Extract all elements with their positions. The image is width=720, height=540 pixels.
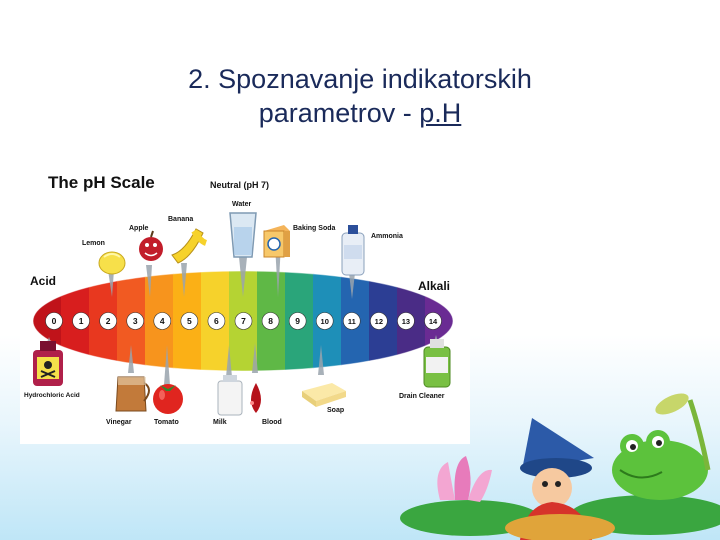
ph-badge-number: 6 [214, 316, 219, 326]
item-label-ammonia: Ammonia [371, 233, 403, 240]
item-label-drain-cleaner: Drain Cleaner [399, 393, 445, 400]
item-label-baking-soda: Baking Soda [293, 225, 336, 232]
ph-badge-6: 6 [208, 313, 225, 330]
ph-badge-3: 3 [127, 313, 144, 330]
ph-badge-number: 10 [321, 317, 329, 326]
lemon-icon [99, 252, 125, 274]
hydrochloric-acid-bottle-icon [33, 341, 63, 386]
item-label-blood: Blood [262, 419, 282, 426]
item-label-water: Water [232, 201, 251, 208]
figure-heading: The pH Scale [48, 173, 155, 192]
ph-badge-number: 12 [375, 317, 383, 326]
lotus-flower-icon [437, 456, 492, 502]
ph-badge-number: 0 [52, 316, 57, 326]
ph-badge-number: 1 [79, 316, 84, 326]
ph-scale-svg: The pH Scale Neutral (pH 7) Acid Alkali … [20, 145, 470, 444]
neutral-label: Neutral (pH 7) [210, 180, 269, 190]
item-label-milk: Milk [213, 419, 227, 426]
ph-badge-11: 11 [343, 313, 360, 330]
blood-drop-icon [250, 383, 261, 413]
ph-badge-number: 3 [133, 316, 138, 326]
gnome-character-icon [505, 418, 615, 540]
tomato-icon [153, 384, 183, 414]
ph-badge-number: 8 [268, 316, 273, 326]
item-label-soap: Soap [327, 407, 344, 414]
alkali-label: Alkali [418, 279, 450, 293]
ph-badge-number: 11 [348, 317, 356, 326]
ph-badge-7: 7 [235, 313, 252, 330]
milk-bottle-icon [218, 375, 242, 415]
apple-icon [139, 231, 163, 261]
item-label-hydrochloric-acid: Hydrochloric Acid [24, 392, 80, 399]
title-line-2: parametrov - p.H [0, 96, 720, 130]
item-label-lemon: Lemon [82, 240, 105, 247]
ph-badge-number: 5 [187, 316, 192, 326]
ph-badge-14: 14 [425, 313, 442, 330]
ph-scale-figure: The pH Scale Neutral (pH 7) Acid Alkali … [20, 145, 470, 444]
ph-badge-12: 12 [370, 313, 387, 330]
ph-badge-number: 9 [295, 316, 300, 326]
item-label-apple: Apple [129, 225, 149, 232]
item-label-vinegar: Vinegar [106, 419, 132, 426]
ph-badge-13: 13 [397, 313, 414, 330]
ph-badge-0: 0 [46, 313, 63, 330]
banana-icon [172, 229, 206, 263]
item-label-banana: Banana [168, 216, 193, 223]
ph-badge-number: 2 [106, 316, 111, 326]
title-line-1: 2. Spoznavanje indikatorskih [0, 62, 720, 96]
soap-bar-icon [302, 383, 346, 407]
title-line-2-prefix: parametrov - [259, 98, 420, 128]
ammonia-bottle-icon [342, 225, 364, 275]
water-glass-icon [230, 213, 256, 257]
ph-badge-10: 10 [316, 313, 333, 330]
frog-character-icon [612, 389, 708, 500]
item-label-tomato: Tomato [154, 419, 179, 426]
ph-badge-9: 9 [289, 313, 306, 330]
vinegar-jug-icon [116, 377, 149, 411]
slide-title: 2. Spoznavanje indikatorskih parametrov … [0, 62, 720, 130]
drain-cleaner-bottle-icon [424, 339, 450, 387]
ph-badge-2: 2 [100, 313, 117, 330]
ph-badge-8: 8 [262, 313, 279, 330]
ph-badge-number: 4 [160, 316, 165, 326]
ph-badge-1: 1 [73, 313, 90, 330]
baking-soda-icon [264, 225, 290, 257]
acid-label: Acid [30, 274, 56, 288]
ph-badge-number: 13 [402, 317, 410, 326]
ph-badge-number: 7 [241, 316, 246, 326]
lily-pad-icon [400, 495, 720, 536]
ph-badge-4: 4 [154, 313, 171, 330]
ph-badge-number: 14 [429, 317, 438, 326]
title-link-ph[interactable]: p.H [419, 98, 461, 128]
ph-badge-5: 5 [181, 313, 198, 330]
